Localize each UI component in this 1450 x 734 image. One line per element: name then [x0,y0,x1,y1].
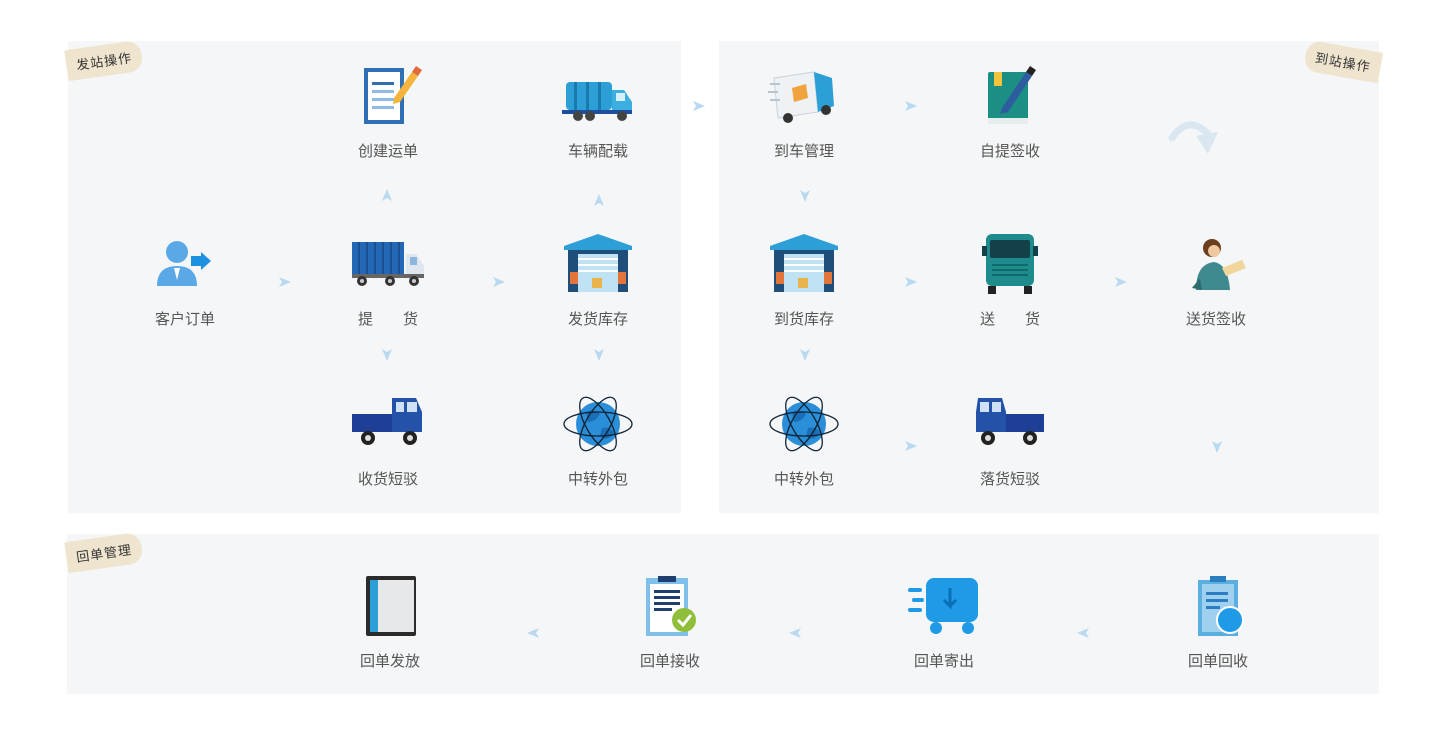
delivery-van-icon [768,71,834,123]
node-receipt-recover[interactable]: 回单回收 [1158,574,1278,671]
arrow-icon [800,349,810,361]
pickup-truck-icon [352,398,422,445]
node-vehicle-loading[interactable]: 车辆配载 [538,64,658,161]
user-forward-icon [157,241,211,286]
node-delivery-label: 送 货 [979,310,1040,328]
node-vehicle-loading-label: 车辆配载 [567,142,628,160]
clipboard-check-icon [646,576,696,636]
node-arrival-mgmt[interactable]: 到车管理 [744,64,864,161]
arrow-icon [800,190,810,202]
node-arrival-inventory[interactable]: 到货库存 [744,232,864,329]
node-transfer-outsource-arrive-label: 中转外包 [773,470,834,488]
arrow-icon [382,189,392,201]
container-truck-icon [352,242,424,286]
node-transfer-outsource-send-label: 中转外包 [567,470,628,488]
node-customer-order-label: 客户订单 [154,310,215,328]
node-transfer-outsource-send[interactable]: 中转外包 [538,392,658,489]
node-collect-shuttle-label: 收货短驳 [357,470,418,488]
node-receipt-receive[interactable]: 回单接收 [610,574,730,671]
node-pickup-label: 提 货 [357,310,418,328]
arrow-icon [382,349,392,361]
arrow-icon [594,194,604,206]
node-pickup[interactable]: 提 货 [328,232,448,329]
globe-orbit-icon [769,396,839,452]
arrow-icon [693,101,705,111]
globe-orbit-icon [563,396,633,452]
node-receipt-receive-label: 回单接收 [639,652,700,670]
node-receipt-issue-label: 回单发放 [359,652,420,670]
node-arrival-inventory-label: 到货库存 [773,310,834,328]
node-collect-shuttle[interactable]: 收货短驳 [328,392,448,489]
arrow-icon [905,277,917,287]
node-arrival-mgmt-label: 到车管理 [773,142,834,160]
arrow-icon [1115,277,1127,287]
node-receipt-recover-label: 回单回收 [1187,652,1248,670]
node-self-pickup-sign[interactable]: 自提签收 [950,64,1070,161]
book-icon [366,576,416,636]
node-send-inventory-label: 发货库存 [567,310,628,328]
node-receipt-mail-label: 回单寄出 [913,652,974,670]
arrow-icon [1212,441,1222,453]
garbage-truck-icon [562,82,632,121]
arrow-icon [527,628,539,638]
book-pen-icon [988,66,1036,124]
arrow-icon [1077,628,1089,638]
clipboard-clock-icon [1198,576,1244,636]
warehouse-icon [770,234,838,292]
warehouse-icon [564,234,632,292]
node-self-pickup-sign-label: 自提签收 [979,142,1040,160]
node-delivery[interactable]: 送 货 [950,232,1070,329]
arrow-icon [789,628,801,638]
arrow-icon [493,277,505,287]
node-delivery-sign-label: 送货签收 [1185,310,1246,328]
node-create-waybill-label: 创建运单 [357,142,418,160]
arrow-icon [905,441,917,451]
node-send-inventory[interactable]: 发货库存 [538,232,658,329]
node-customer-order[interactable]: 客户订单 [125,232,245,329]
clipboard-pencil-icon [364,66,422,124]
arrow-icon [594,349,604,361]
arrow-icon [905,101,917,111]
pickup-truck-icon [976,398,1044,445]
truck-front-icon [982,234,1038,294]
node-drop-shuttle[interactable]: 落货短驳 [950,392,1070,489]
node-create-waybill[interactable]: 创建运单 [328,64,448,161]
arrow-icon [279,277,291,287]
node-transfer-outsource-arrive[interactable]: 中转外包 [744,392,864,489]
node-drop-shuttle-label: 落货短驳 [979,470,1040,488]
node-receipt-mail[interactable]: 回单寄出 [884,574,1004,671]
fast-truck-icon [908,578,978,634]
node-receipt-issue[interactable]: 回单发放 [330,574,450,671]
curved-arrow-icon [1168,121,1218,154]
receipt-management-panel [67,534,1379,694]
node-delivery-sign[interactable]: 送货签收 [1156,232,1276,329]
courier-person-icon [1192,239,1246,290]
